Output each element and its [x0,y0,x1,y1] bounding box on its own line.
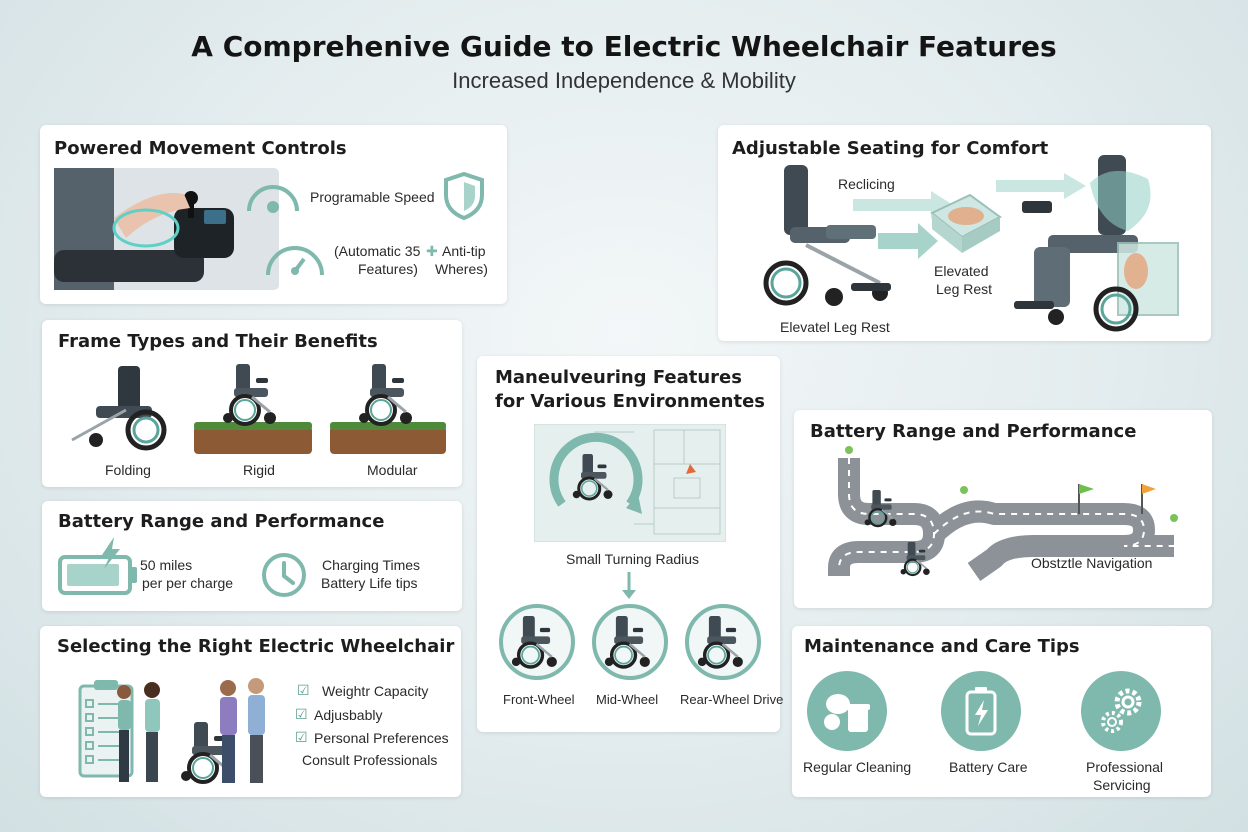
recline-arrow [853,191,953,219]
frame-type-folding: Folding [105,462,151,478]
check-weight-capacity: Weightr Capacity [322,683,429,699]
folding-frame-image [71,366,167,451]
card-maintenance: Maintenance and Care Tips Regular Cleani… [792,626,1211,797]
battery-icon [941,671,1021,751]
page-subtitle: Increased Independence & Mobility [452,68,796,93]
battery-right-title: Battery Range and Performance [810,421,1137,442]
rigid-frame-image [194,362,312,454]
selecting-title: Selecting the Right Electric Wheelchair [57,636,455,657]
check-icon: ☑ [297,682,310,698]
modular-frame-image [330,362,446,454]
reclining-label: Reclicing [838,176,895,192]
gears-icon [1081,671,1161,751]
cushion-image [930,193,1002,253]
frame-type-modular: Modular [367,462,418,478]
charging-times: Charging Times [322,557,421,573]
drive-rear-wheel: Rear-Wheel Drive [680,692,784,707]
maneuvering-title-1: Maneulveuring Features [495,367,742,388]
elevated-label-2: Leg Rest [936,281,993,297]
card-battery-right: Battery Range and Performance Obstztle N… [794,410,1212,608]
elevated-chair-image [1014,155,1179,332]
elevate-arrow [878,223,938,259]
check-adjustability: Adjusbably [314,707,383,723]
range-charge: per per charge [142,575,234,591]
consultation-people-image [117,678,265,784]
card-battery-left: Battery Range and Performance 50 miles p… [42,501,462,611]
range-miles: 50 miles [140,557,193,573]
small-turning-radius: Small Turning Radius [566,551,700,567]
programable-speed-label: Programable Speed [310,189,435,205]
down-arrow-icon [622,572,636,599]
joystick-photo [54,168,279,290]
drive-front-wheel: Front-Wheel [503,692,575,707]
check-icon: ☑ [295,706,308,722]
elevated-label-1: Elevated [934,263,989,279]
professional-servicing-2: Servicing [1093,777,1151,793]
cleaning-icon [807,671,887,751]
rear-wheel-drive-icon [685,604,761,680]
automatic-label-2: Features) [358,261,418,277]
consult-professionals: Consult Professionals [302,752,438,768]
powered-title: Powered Movement Controls [54,138,347,159]
battery-left-title: Battery Range and Performance [58,511,385,532]
check-personal-preferences: Personal Preferences [314,730,449,746]
shield-icon [444,171,484,221]
seating-title: Adjustable Seating for Comfort [732,138,1049,159]
frame-type-rigid: Rigid [243,462,275,478]
page-title: A Comprehenive Guide to Electric Wheelch… [191,30,1057,63]
maneuvering-title-2: for Various Environmentes [495,391,766,412]
battery-care: Battery Care [949,759,1028,775]
clock-icon [262,553,306,597]
anti-tip-label-1: Anti-tip [442,243,486,259]
card-maneuvering: Maneulveuring Features for Various Envir… [477,356,784,732]
card-powered-movement: Powered Movement Controls Programable Sp… [40,125,507,304]
speedometer-icon [247,185,299,213]
top-arrow [996,173,1086,199]
frames-title: Frame Types and Their Benefits [58,331,378,352]
card-frame-types: Frame Types and Their Benefits Folding R… [42,320,462,487]
check-icon: ☑ [295,729,308,745]
mid-wheel-drive-icon [592,604,668,680]
plus-icon: ✚ [426,243,438,259]
regular-cleaning: Regular Cleaning [803,759,912,775]
elevated-bottom-label: Elevatel Leg Rest [780,319,890,335]
gauge-icon [266,246,324,276]
reclining-chair-image [763,165,891,306]
maintenance-title: Maintenance and Care Tips [804,636,1080,657]
winding-road-image [828,446,1178,582]
card-selecting: Selecting the Right Electric Wheelchair … [40,626,461,797]
card-adjustable-seating: Adjustable Seating for Comfort Reclicing… [718,125,1211,341]
battery-charge-icon [58,537,137,595]
obstacle-navigation: Obstztle Navigation [1031,555,1153,571]
automatic-label-1: (Automatic 35 [334,243,421,259]
drive-mid-wheel: Mid-Wheel [596,692,659,707]
front-wheel-drive-icon [499,604,575,680]
floor-plan-turning-image [534,424,726,542]
anti-tip-label-2: Wheres) [435,261,488,277]
battery-life-tips: Battery Life tips [321,575,418,591]
professional-servicing-1: Professional [1086,759,1164,775]
